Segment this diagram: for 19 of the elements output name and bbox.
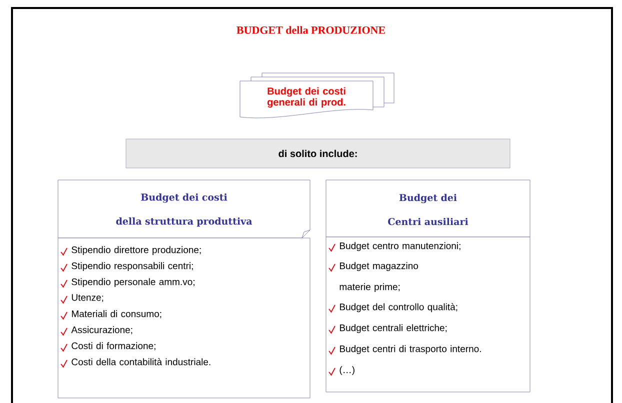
list-item: Utenze;	[72, 294, 104, 302]
list-item: Budget centrali elettriche;	[340, 324, 447, 334]
list-item: Budget del controllo qualità;	[340, 303, 458, 312]
list-item: Budget centri di trasporto interno.	[340, 345, 481, 354]
list-item: Budget centro manutenzioni;	[340, 242, 460, 252]
list-item: Stipendio direttore produzione;	[72, 246, 201, 256]
list-item: Materiali di consumo;	[72, 310, 162, 318]
list-item: Assicurazione;	[71, 326, 132, 334]
title: BUDGET della PRODUZIONE	[236, 26, 385, 34]
list-item: Stipendio personale amm.vo;	[72, 278, 194, 288]
list-item: Costi di formazione;	[72, 342, 156, 350]
label-band: di solito include:	[126, 138, 510, 168]
list-item: Costi della contabilità industriale.	[72, 358, 210, 366]
document-stack: Budget dei costi generali di prod.	[240, 72, 394, 118]
header-box: Budget dei costi della struttura produttiva	[58, 180, 310, 238]
header-box: Budget dei Centri ausiliari	[326, 180, 530, 238]
list-item: Budget magazzino materie prime;	[340, 262, 418, 292]
list-item: Stipendio responsabili centri;	[72, 262, 193, 272]
list-item: (…)	[340, 366, 354, 376]
